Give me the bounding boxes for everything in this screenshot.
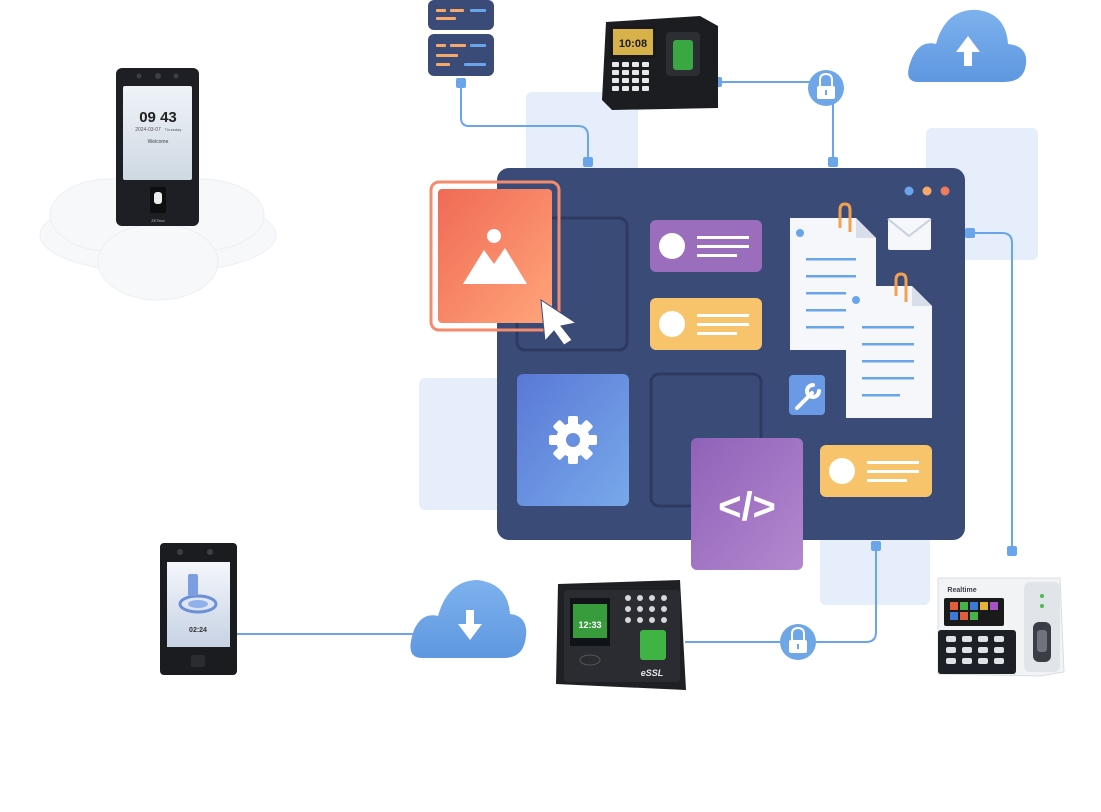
code-icon: </>	[718, 485, 776, 529]
wrench-icon	[789, 375, 825, 415]
svg-text:Realtime: Realtime	[947, 587, 976, 594]
code-card: </>	[691, 438, 803, 570]
lock-icon	[780, 624, 816, 660]
svg-text:12:33: 12:33	[578, 620, 601, 630]
profile-card-purple	[650, 220, 762, 272]
gear-icon	[549, 416, 597, 464]
settings-card	[517, 374, 629, 506]
image-card	[429, 180, 578, 346]
cloud-upload-icon	[908, 9, 1027, 82]
svg-text:Welcome: Welcome	[148, 139, 169, 145]
dashboard-panel	[429, 168, 965, 540]
svg-text:ZKTeco: ZKTeco	[151, 218, 165, 223]
essl-device: 12:33 eSSL	[556, 580, 686, 690]
svg-text:02:24: 02:24	[189, 627, 207, 634]
connector-lines	[237, 81, 1013, 643]
paperclip-icon	[894, 272, 908, 302]
mail-icon	[887, 218, 932, 250]
window-dot-orange	[922, 186, 932, 196]
profile-card-yellow	[650, 298, 762, 350]
cloud-download-icon	[410, 580, 527, 658]
paperclip-icon	[838, 202, 852, 232]
realtime-device: Realtime	[937, 577, 1065, 677]
face-terminal-bottom: 02:24	[160, 543, 237, 675]
fingerprint-device-top: 10:08	[602, 16, 718, 110]
connector-nodes	[456, 77, 1017, 556]
window-dot-red	[940, 186, 950, 196]
svg-text:10:08: 10:08	[619, 38, 647, 50]
profile-card-yellow-2	[820, 445, 932, 497]
face-terminal-top: 09 43 2024-03-07 Thursday Welcome ZKTeco	[116, 68, 199, 226]
svg-text:eSSL: eSSL	[641, 668, 664, 678]
document-front	[846, 272, 932, 418]
server-icon	[428, 0, 494, 76]
cursor-icon	[540, 299, 578, 346]
lock-icon	[808, 70, 844, 106]
svg-text:2024-03-07: 2024-03-07	[135, 127, 161, 133]
window-dot-blue	[904, 186, 914, 196]
svg-text:09 43: 09 43	[139, 109, 177, 126]
image-icon	[463, 229, 527, 284]
svg-text:Thursday: Thursday	[165, 127, 182, 132]
